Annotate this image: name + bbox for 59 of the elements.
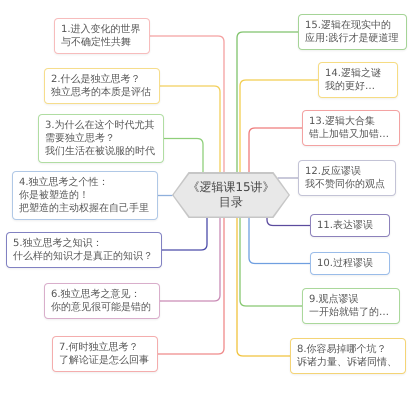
topic-card	[310, 214, 390, 237]
connector-line	[266, 218, 310, 226]
topic-note: 一开始就错了的…	[309, 306, 390, 319]
topic-heading: 6.独立思考之意见：	[51, 288, 142, 301]
topic-card	[12, 171, 158, 220]
topic-heading: 4.独立思考之个性：	[19, 176, 110, 189]
topic-heading: 8.你容易掉哪个坑？	[297, 343, 388, 356]
connector-line	[164, 138, 204, 172]
topic-note: 错上加错又加错…	[309, 128, 390, 141]
connector-line	[236, 31, 298, 172]
topic-heading: 1.进入变化的世界	[61, 23, 142, 36]
connector-line	[158, 218, 225, 355]
topic-note: 独立思考的本质是评估	[51, 86, 152, 99]
topic-note: 我的更好…	[325, 80, 376, 93]
topic-note: 把塑造的主动权握在自己手里	[19, 202, 150, 215]
connector-line	[248, 127, 302, 172]
connector-line	[239, 218, 302, 307]
topic-heading: 9.观点谬误	[309, 293, 360, 306]
topic-note: 我们生活在被说服的时代	[45, 145, 156, 158]
topic-card	[44, 68, 160, 104]
topic-card	[54, 18, 150, 54]
topic-card	[290, 338, 406, 374]
topic-note: 诉诸力量、诉诸同情、	[297, 356, 398, 369]
topic-card	[310, 252, 390, 275]
topic-heading: 7.何时独立思考？	[59, 341, 139, 354]
topic-card	[44, 283, 160, 319]
topic-heading: 2.什么是独立思考？	[51, 73, 142, 86]
topic-card	[52, 336, 158, 372]
topic-card	[298, 14, 407, 50]
connector-line	[160, 85, 221, 172]
topic-note: 什么样的知识才是真正的知识？	[13, 250, 154, 263]
topic-heading: 10.过程谬误	[317, 257, 374, 270]
topic-note: 与不确定性共舞	[61, 36, 132, 49]
topic-heading: 14.逻辑之谜	[325, 67, 382, 80]
connector-line	[150, 35, 225, 172]
topic-note: 你的意见很可能是错的	[51, 301, 152, 314]
topic-card	[318, 62, 398, 98]
topic-heading: 12.反应谬误	[305, 165, 362, 178]
topic-card	[302, 288, 400, 324]
connector-line	[158, 194, 172, 196]
topic-heading: 15.逻辑在现实中的应用:践行才是硬道理	[305, 19, 400, 45]
connector-line	[239, 79, 318, 172]
topic-heading: 5.独立思考之知识：	[13, 237, 104, 250]
topic-note: 你是被塑造的！	[19, 189, 90, 202]
topic-heading: 11.表达谬误	[317, 219, 374, 232]
topic-note: 了解论证是怎么回事	[59, 354, 150, 367]
topic-card	[302, 110, 400, 146]
connector-line	[248, 218, 310, 264]
connector-line	[278, 177, 298, 179]
connector-line	[160, 218, 221, 302]
topic-card	[38, 114, 164, 163]
topic-heading: 3.为什么在这个时代尤其需要独立思考？	[45, 119, 156, 145]
topic-card	[298, 160, 396, 196]
topic-note: 我不赞同你的观点	[305, 178, 386, 191]
connector-line	[236, 218, 290, 357]
topic-card	[6, 232, 162, 268]
map-title: 《逻辑课15讲》目录	[186, 180, 276, 210]
connector-line	[162, 218, 208, 251]
topic-heading: 13.逻辑大合集	[309, 115, 376, 128]
